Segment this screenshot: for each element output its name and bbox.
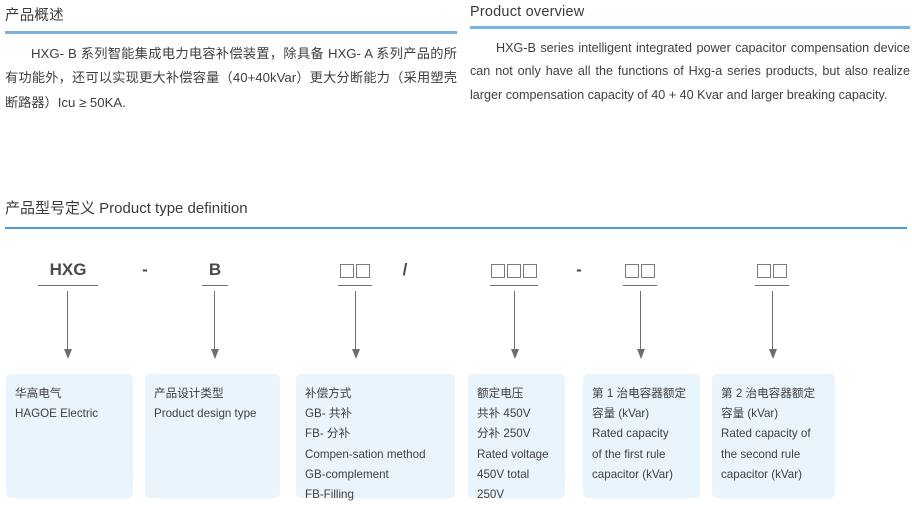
legend-line: 第 1 治电容器额定 [592, 387, 687, 400]
legend-line: capacitor (kVar) [721, 467, 802, 481]
legend-line: Compen-sation method [305, 447, 426, 461]
legend-line: GB-complement [305, 467, 389, 481]
legend-line: Rated voltage [477, 447, 549, 461]
legend-line: 第 2 治电容器额定 [721, 387, 816, 400]
legend-line: FB-Filling [305, 487, 354, 501]
legend-line: capacitor (kVar) [592, 467, 673, 481]
code-part-dash-1-label: - [142, 260, 148, 279]
legend-panel-compensation-method: 补偿方式 GB- 共补 FB- 分补 Compen-sation method … [296, 374, 455, 501]
code-part-voltage-boxes [490, 258, 538, 286]
legend-line: 额定电压 [477, 387, 524, 400]
code-part-design-type: B [202, 258, 228, 286]
code-part-brand: HXG [38, 258, 98, 286]
arrow-to-design-type-panel [214, 291, 216, 350]
overview-title-cn: 产品概述 [5, 8, 64, 24]
legend-line: 250V [477, 487, 505, 501]
legend-line: HAGOE Electric [15, 407, 99, 421]
type-definition-title: 产品型号定义 Product type definition [5, 200, 248, 217]
code-part-dash-1: - [133, 258, 157, 282]
overview-section-en: Product overview HXG-B series intelligen… [470, 0, 910, 119]
overview-body-cn-text: HXG- B 系列智能集成电力电容补偿装置，除具备 HXG- A 系列产品的所有… [5, 46, 457, 110]
type-definition-rule [5, 227, 907, 229]
code-box [757, 263, 771, 278]
overview-body-cn: HXG- B 系列智能集成电力电容补偿装置，除具备 HXG- A 系列产品的所有… [5, 42, 457, 115]
code-box [507, 263, 521, 278]
code-part-second-capacity-boxes [755, 258, 789, 286]
legend-line: 华高电气 [15, 387, 62, 400]
arrow-to-voltage-panel [514, 291, 516, 350]
legend-line: Rated capacity [592, 427, 669, 441]
legend-line: of the first rule [592, 447, 666, 461]
code-part-dash-2-label: - [576, 260, 582, 279]
arrow-to-compensation-panel [355, 291, 357, 350]
code-part-slash-label: / [402, 260, 408, 279]
legend-line: the second rule [721, 447, 801, 461]
legend-panel-design-type: 产品设计类型 Product design type [145, 374, 280, 498]
code-part-compensation-boxes [338, 258, 372, 286]
legend-panel-rated-voltage: 额定电压 共补 450V 分补 250V Rated voltage 450V … [468, 374, 565, 501]
overview-section-cn: 产品概述 HXG- B 系列智能集成电力电容补偿装置，除具备 HXG- A 系列… [5, 0, 457, 128]
code-box [356, 263, 370, 278]
legend-line: FB- 分补 [305, 427, 351, 441]
legend-panel-brand: 华高电气 HAGOE Electric [6, 374, 133, 498]
overview-rule-cn [5, 31, 457, 34]
type-definition-header: 产品型号定义 Product type definition [5, 197, 907, 229]
code-box [773, 263, 787, 278]
legend-line: 容量 (kVar) [592, 407, 650, 421]
code-box [641, 263, 655, 278]
code-part-dash-2: - [568, 258, 590, 282]
code-box [340, 263, 354, 278]
code-part-brand-label: HXG [49, 260, 87, 279]
code-part-design-type-label: B [208, 260, 222, 279]
legend-line: Rated capacity of [721, 427, 811, 441]
legend-line: 产品设计类型 [154, 387, 224, 400]
legend-line: 共补 450V [477, 407, 531, 421]
overview-title-en: Product overview [470, 4, 585, 20]
arrow-to-second-capacity-panel [772, 291, 774, 350]
model-code-row: HXG - B / - [0, 258, 912, 310]
legend-panel-second-capacitor-capacity: 第 2 治电容器额定 容量 (kVar) Rated capacity of t… [712, 374, 835, 498]
legend-line: 补偿方式 [305, 387, 352, 400]
code-part-slash: / [396, 258, 414, 282]
arrow-to-first-capacity-panel [640, 291, 642, 350]
legend-line: 450V total [477, 467, 530, 481]
code-part-first-capacity-boxes [623, 258, 657, 286]
code-box [523, 263, 537, 278]
legend-line: GB- 共补 [305, 407, 353, 421]
code-box [625, 263, 639, 278]
legend-panel-first-capacitor-capacity: 第 1 治电容器额定 容量 (kVar) Rated capacity of t… [583, 374, 700, 498]
code-box [491, 263, 505, 278]
legend-line: 容量 (kVar) [721, 407, 779, 421]
legend-line: Product design type [154, 407, 257, 421]
overview-rule-en [470, 26, 910, 29]
overview-body-en-text: HXG-B series intelligent integrated powe… [470, 41, 910, 102]
overview-body-en: HXG-B series intelligent integrated powe… [470, 37, 910, 107]
legend-line: 分补 250V [477, 427, 531, 441]
arrow-to-brand-panel [67, 291, 69, 350]
